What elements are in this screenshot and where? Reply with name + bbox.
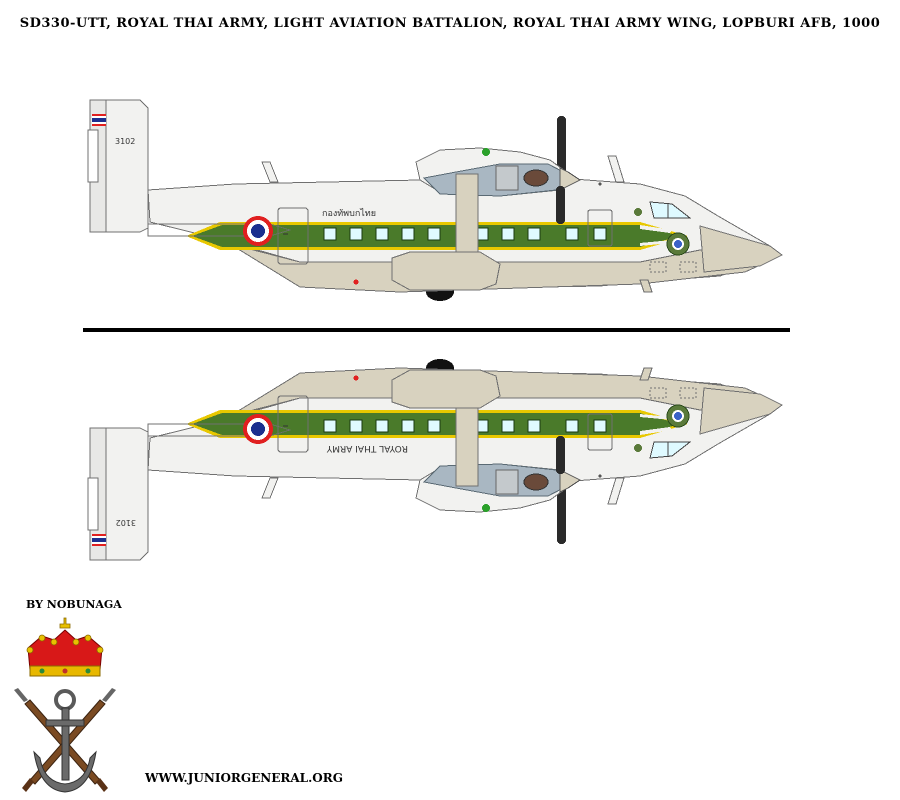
crest-emblem — [14, 617, 116, 793]
author-credit: BY NOBUNAGA — [26, 598, 122, 611]
tail-serial-bottom: 3102 — [116, 518, 136, 527]
fuselage-text-bottom: ROYAL THAI ARMY — [326, 443, 408, 453]
fuselage-text-top: กองทัพบกไทย — [322, 208, 376, 219]
tail-serial-top: 3102 — [115, 137, 135, 146]
separator-line — [83, 328, 790, 332]
website-credit: WWW.JUNIORGENERAL.ORG — [145, 771, 343, 785]
aircraft-bottom-profile — [87, 358, 783, 561]
aircraft-top-profile — [87, 99, 783, 302]
page-title: SD330-UTT, ROYAL THAI ARMY, LIGHT AVIATI… — [19, 16, 881, 31]
